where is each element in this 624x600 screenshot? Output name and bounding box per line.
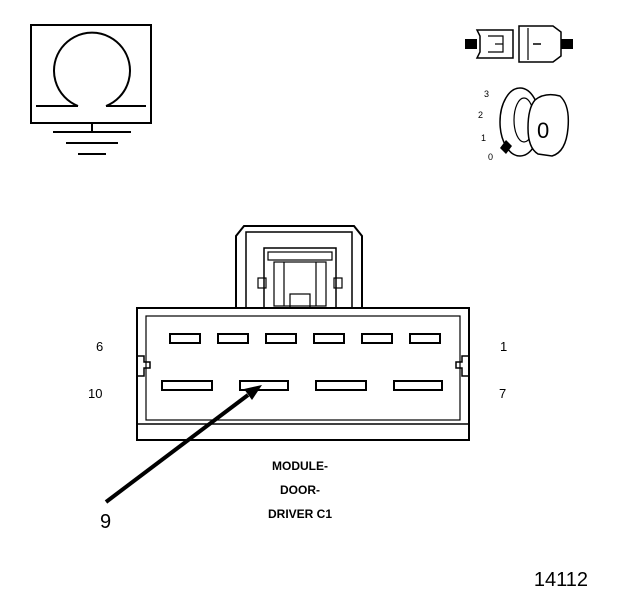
- ground-symbol-icon: [30, 24, 152, 155]
- figure-number: 14112: [534, 569, 588, 591]
- pin-label-7: 7: [499, 386, 506, 401]
- ignition-position-1: 1: [481, 133, 486, 143]
- connector-c1: [136, 225, 470, 441]
- connector-name-line-3: DRIVER C1: [268, 507, 332, 521]
- ignition-position-0: 0: [488, 152, 493, 162]
- ignition-key-label: 0: [537, 118, 549, 143]
- callout-arrow: [104, 385, 262, 504]
- connector-name-line-1: MODULE-: [272, 459, 328, 473]
- connector-symbol-icon: [465, 25, 573, 63]
- pin-label-10: 10: [88, 386, 102, 401]
- ignition-key-icon: 3 2 1 0 0: [478, 87, 570, 162]
- callout-label-9: 9: [100, 511, 111, 533]
- pin-label-6: 6: [96, 339, 103, 354]
- ignition-position-2: 2: [478, 110, 483, 120]
- connector-name-line-2: DOOR-: [280, 483, 320, 497]
- pin-label-1: 1: [500, 339, 507, 354]
- ignition-position-3: 3: [484, 89, 489, 99]
